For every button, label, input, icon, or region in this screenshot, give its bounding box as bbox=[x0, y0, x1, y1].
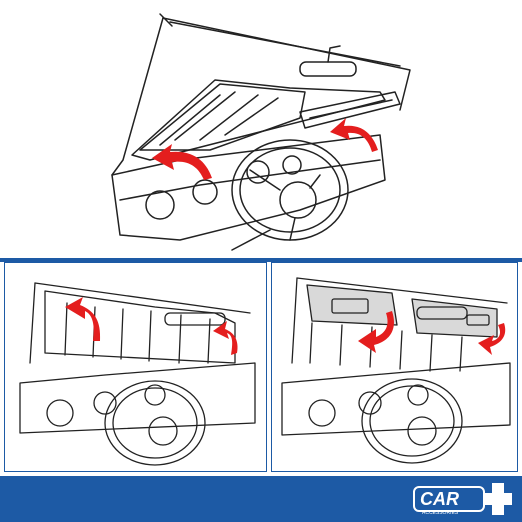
arrow-down-small-icon bbox=[478, 323, 506, 355]
section-divider bbox=[0, 258, 522, 262]
brand-logo: CAR ACCESSORIES bbox=[412, 481, 512, 517]
brand-name: CAR bbox=[420, 489, 459, 509]
illustration-visor-fold bbox=[4, 262, 267, 472]
arrow-left-icon bbox=[152, 144, 212, 180]
visor-secure-drawing bbox=[281, 277, 511, 464]
visor-fold-drawing bbox=[19, 282, 256, 466]
arrow-up-small-icon bbox=[213, 321, 238, 355]
plus-icon bbox=[484, 483, 512, 515]
windshield-sunshade-drawing bbox=[111, 13, 411, 251]
arrow-down-icon bbox=[358, 311, 394, 353]
brand-tagline: ACCESSORIES bbox=[422, 510, 459, 516]
illustration-visor-secure bbox=[271, 262, 518, 472]
arrow-up-icon bbox=[65, 297, 101, 341]
arrow-right-icon bbox=[330, 118, 378, 152]
footer-bar bbox=[0, 476, 522, 522]
illustration-windshield-sunshade bbox=[0, 0, 522, 258]
car-accessories-logo: CAR ACCESSORIES bbox=[413, 483, 512, 516]
